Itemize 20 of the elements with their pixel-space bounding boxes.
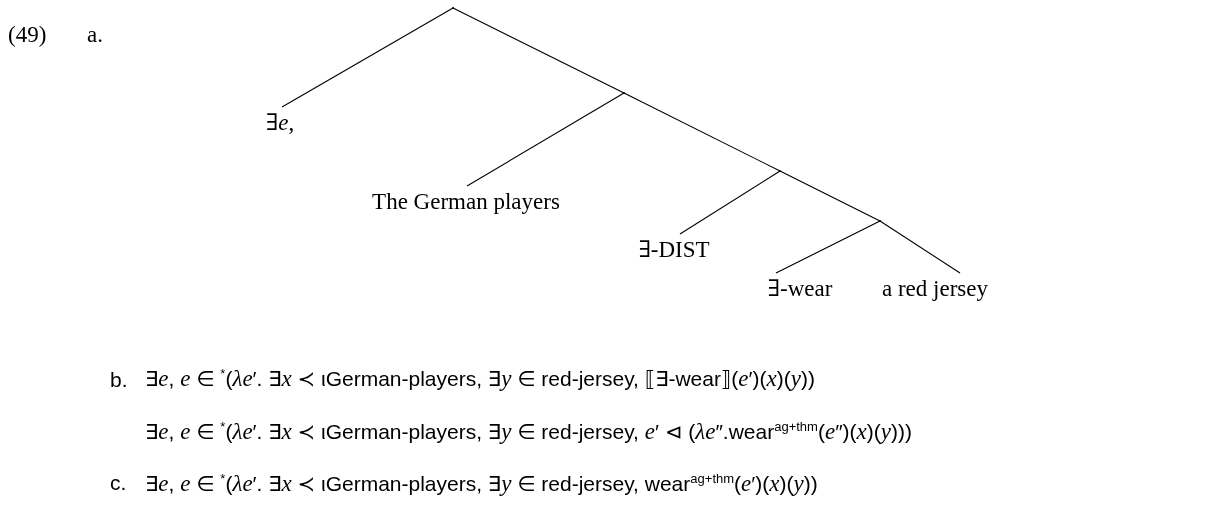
example-number: (49) <box>8 22 47 48</box>
tree-leaf-label: a red jersey <box>882 276 988 302</box>
formula: ∃e, e ∈ $^{*}$(λe′. ∃x ≺ ιGerman-players, ∃y ∈ red-jersey, wear$^{ag+thm}$(e′)(x)(y)) <box>145 471 818 497</box>
item-letter: c. <box>110 471 127 495</box>
tree-leaf-label: ∃e, <box>265 110 295 136</box>
tree-branch <box>775 220 881 274</box>
tree-branch <box>466 92 625 187</box>
tree-leaf-label: The German players <box>372 189 560 215</box>
tree-leaf-label: ∃-wear <box>767 276 833 302</box>
tree-branch <box>452 7 625 94</box>
tree-branch <box>281 7 454 108</box>
tree-leaf-label: ∃-DIST <box>638 237 710 263</box>
item-letter: b. <box>110 368 128 392</box>
formula: ∃e, e ∈ $^{*}$(λe′. ∃x ≺ ιGerman-players, ∃y ∈ red-jersey, e′ ⊲ (λe″.wear$^{ag+thm}$(e″)(x)(y))) <box>145 419 912 445</box>
formula: ∃e, e ∈ $^{*}$(λe′. ∃x ≺ ιGerman-players, ∃y ∈ red-jersey, ⟦∃-wear⟧(e′)(x)(y)) <box>145 366 815 392</box>
item-letter: a. <box>87 22 103 48</box>
tree-branch <box>779 170 881 222</box>
tree-branch <box>679 170 781 235</box>
tree-branch <box>623 92 781 172</box>
tree-branch <box>879 220 961 274</box>
